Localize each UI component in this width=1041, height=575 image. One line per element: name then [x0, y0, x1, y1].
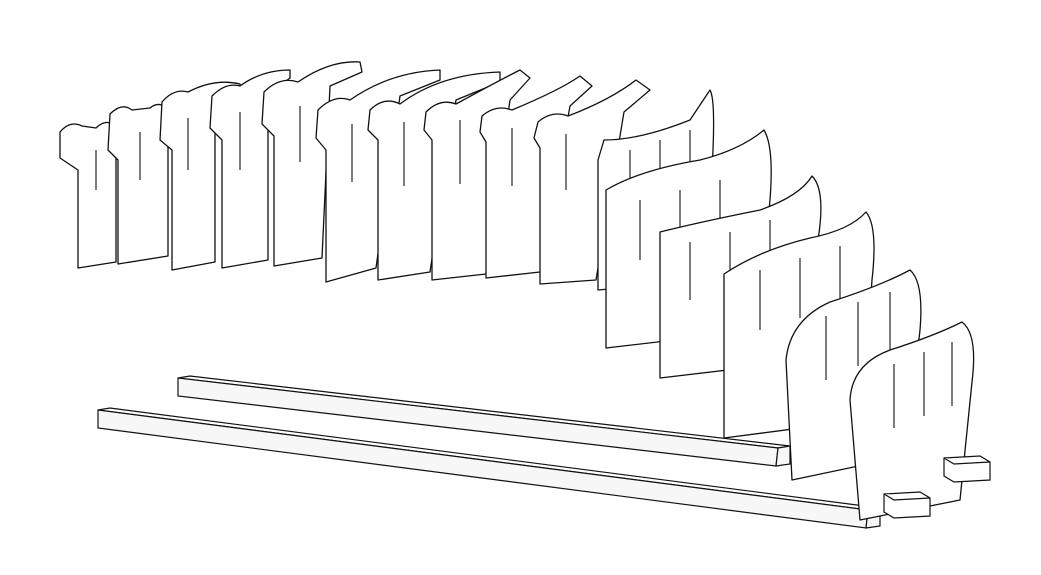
frame-4	[209, 69, 291, 269]
frames-back-row	[59, 61, 715, 291]
frame-3	[159, 81, 241, 271]
frame-16	[849, 321, 975, 521]
frame-1	[59, 121, 117, 269]
frame-5	[261, 61, 363, 267]
frame-2	[107, 103, 169, 265]
frames-front-row	[605, 129, 975, 521]
end-blocks	[883, 455, 991, 519]
frame-10	[533, 79, 651, 285]
